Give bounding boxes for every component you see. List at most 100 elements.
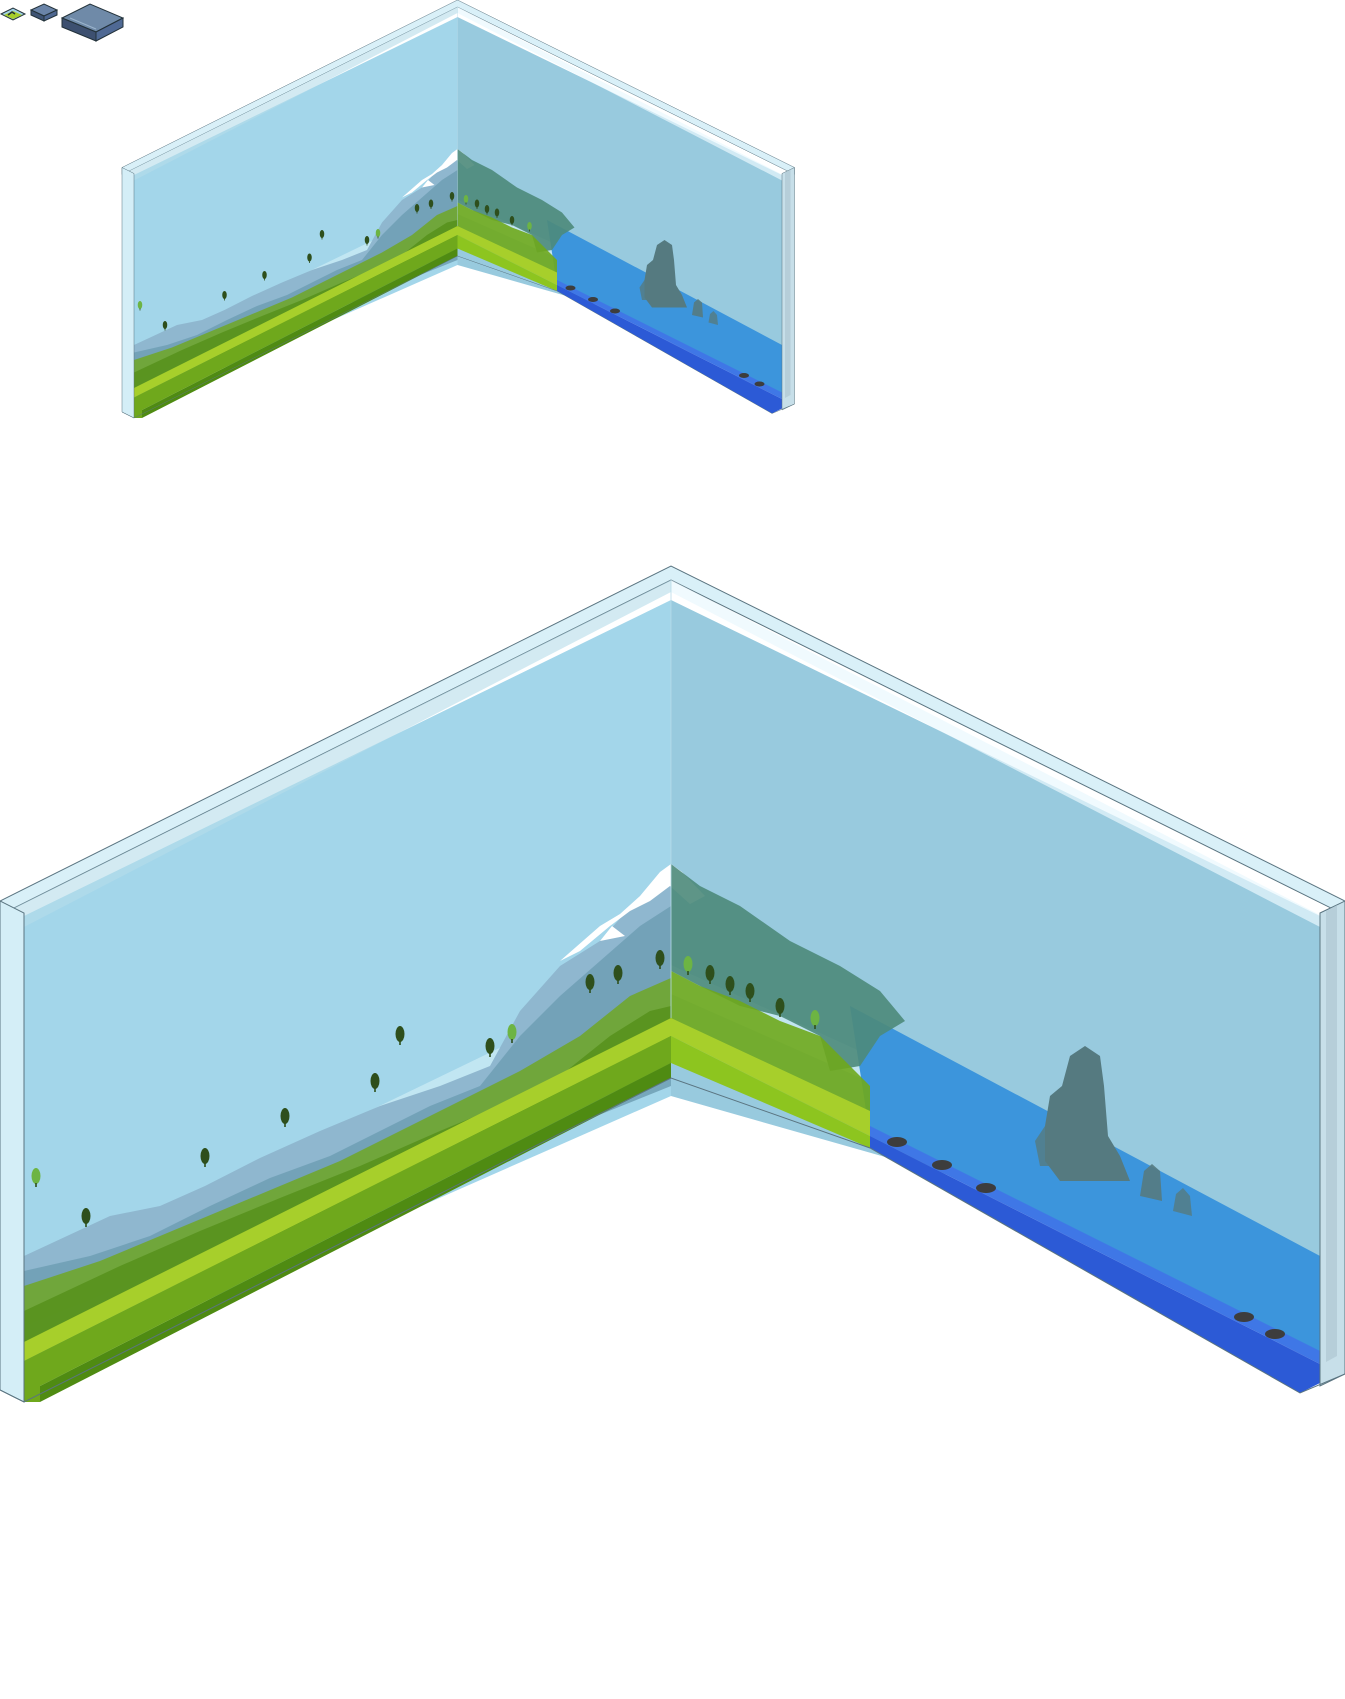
glass-rim-inner-right <box>671 580 1320 927</box>
tree-crown <box>745 983 755 999</box>
shore-stone <box>754 381 765 387</box>
sea-water <box>547 220 782 398</box>
right-ledge-top <box>457 226 557 285</box>
shore-stone <box>932 1160 952 1170</box>
tree <box>463 195 469 205</box>
tree-trunk <box>486 212 488 215</box>
tree-trunk <box>749 998 751 1002</box>
left-ledge-front <box>24 1036 671 1402</box>
left-ledge-top <box>24 1018 671 1361</box>
rock-left-spur <box>1035 1126 1050 1166</box>
tree-crown <box>705 965 715 981</box>
wall-base-outline <box>0 1077 1345 1403</box>
tree <box>655 950 665 969</box>
shore-stone <box>610 308 620 314</box>
tree-crown <box>527 222 532 230</box>
left-ledge-lower <box>142 248 458 418</box>
tree <box>683 956 693 975</box>
tree-crown <box>414 204 420 212</box>
right-ledge-front <box>457 235 557 291</box>
tree <box>375 229 381 239</box>
rock-island <box>644 240 687 308</box>
right-ledge-top <box>671 1018 870 1136</box>
tree-trunk <box>264 278 265 281</box>
tree <box>585 974 595 993</box>
tree <box>307 253 312 263</box>
tree-trunk <box>511 223 513 226</box>
snow-caps <box>402 149 475 198</box>
tree-crown <box>810 1010 820 1026</box>
tree-crown <box>613 965 623 981</box>
shore-stone <box>1265 1329 1285 1339</box>
tree-trunk <box>377 236 379 239</box>
tree <box>745 983 755 1002</box>
tree <box>484 205 490 215</box>
tile-highlight <box>69 17 97 30</box>
tile-right <box>43 9 58 22</box>
tree <box>319 230 325 240</box>
tree-crown <box>474 199 480 208</box>
tree-crown <box>200 1148 210 1164</box>
tree <box>262 271 267 281</box>
tree <box>485 1038 495 1057</box>
far-mountains <box>24 869 671 1326</box>
left-wall-sky <box>24 600 671 1381</box>
tree-crown <box>370 1073 380 1089</box>
shore-stone <box>976 1183 996 1193</box>
left-wall-sky <box>134 17 458 408</box>
tree-crown <box>463 195 469 203</box>
glass-edge-left <box>121 167 135 419</box>
tree <box>705 965 715 984</box>
shore-stone <box>887 1137 907 1147</box>
shore-stone <box>1234 1312 1254 1322</box>
rock-tiny <box>1173 1188 1192 1216</box>
tree <box>137 301 143 311</box>
tree-trunk <box>476 207 478 209</box>
glass-edge-right-shade <box>785 169 791 398</box>
tree <box>775 998 785 1017</box>
large-tile-icon <box>60 3 125 42</box>
glass-rim-top <box>0 565 1345 916</box>
icon-row <box>0 3 125 42</box>
tree <box>31 1168 41 1187</box>
tree-trunk <box>35 1183 37 1187</box>
tree-trunk <box>779 1013 781 1017</box>
tree-trunk <box>366 243 368 246</box>
tree-trunk <box>321 237 323 240</box>
landscape-thumbnail-icon <box>0 7 27 21</box>
tree-trunk <box>529 229 530 232</box>
tree-trunk <box>416 211 418 214</box>
tree-crown <box>725 976 735 992</box>
tree <box>507 1024 517 1043</box>
tree-trunk <box>496 216 498 218</box>
tree-trunk <box>729 991 731 995</box>
rock-tiny <box>708 311 718 325</box>
tree-crown <box>585 974 595 990</box>
tree-crown <box>395 1026 405 1042</box>
tree <box>494 208 500 218</box>
tree-crown <box>485 1038 495 1054</box>
rock-left-spur <box>639 280 647 300</box>
glass-edge-right-shade <box>1326 905 1337 1362</box>
glass-rim-inner-left <box>0 580 671 927</box>
tree-trunk <box>489 1053 491 1057</box>
tree-trunk <box>617 980 619 984</box>
left-ledge-lower <box>40 1063 671 1402</box>
tree <box>364 236 370 246</box>
tree-crown <box>484 205 490 213</box>
tree <box>527 222 532 232</box>
tree-trunk <box>814 1025 816 1029</box>
right-mountain <box>457 149 575 253</box>
sea-water <box>850 1006 1320 1361</box>
tree <box>449 192 455 202</box>
water-ledge-front <box>870 1136 1320 1393</box>
tree-trunk <box>709 980 711 984</box>
glass-edge-left <box>0 900 25 1403</box>
tree <box>613 965 623 984</box>
tree-trunk <box>164 328 166 331</box>
tree-trunk <box>309 261 310 263</box>
tree-trunk <box>139 308 141 311</box>
rock-small <box>692 299 703 318</box>
shore-stone <box>565 285 576 291</box>
tree-trunk <box>204 1163 206 1167</box>
